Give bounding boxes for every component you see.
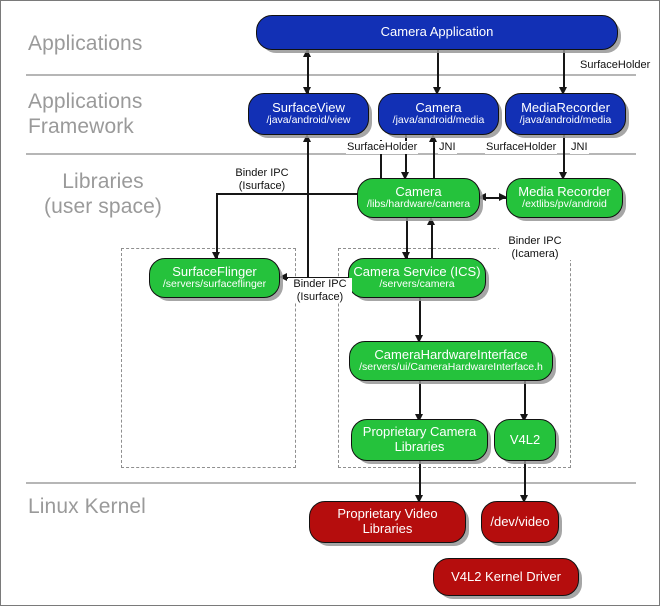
arrow-cameraservice-cameralib [427, 217, 435, 225]
connector-surfaceflinger-surfaceview [307, 140, 309, 285]
connector-v4l2-devvideo [524, 457, 526, 499]
connector-cameralib-cameraservice-down [406, 217, 408, 259]
node-camera-service-title: Camera Service (ICS) [353, 263, 481, 279]
node-camera-java-path: /java/android/media [392, 114, 485, 127]
layer-title-applications: Applications [28, 32, 143, 55]
node-camera-lib[interactable]: Camera /libs/hardware/camera [357, 178, 480, 218]
node-surfaceview-title: SurfaceView [272, 99, 345, 115]
node-v4l2-title: V4L2 [509, 431, 541, 447]
layer-title-applications-framework: Applications Framework [28, 90, 143, 138]
connector-cameraapp-surfaceview [307, 49, 309, 94]
edge-label-jni-camera: JNI [438, 141, 457, 154]
node-v4l2-kernel-driver-title: V4L2 Kernel Driver [451, 568, 561, 584]
edge-label-binder-ipc-isurface-service: Binder IPC (Isurface) [288, 278, 352, 303]
arrow-surfaceflinger-surfaceview [303, 134, 311, 142]
connector-cameraapp-mediarecorder [563, 49, 565, 89]
connector-camerajava-cameralib [405, 134, 407, 174]
node-camera-java-title: Camera [415, 99, 462, 115]
connector-surfaceview-elbow-h [216, 193, 381, 195]
node-camera-service-path: /servers/camera [379, 278, 455, 291]
arrow-cameralib-medialib-right [499, 193, 507, 201]
connector-cameraapp-camerajava [437, 49, 439, 89]
node-proprietary-video-libraries[interactable]: Proprietary Video Libraries [309, 501, 466, 543]
node-media-recorder-lib[interactable]: Media Recorder /extlibs/pv/android [506, 178, 623, 218]
node-camera-application[interactable]: Camera Application [256, 15, 618, 50]
node-surfaceview-path: /java/android/view [266, 114, 351, 127]
node-v4l2-kernel-driver[interactable]: V4L2 Kernel Driver [433, 558, 579, 596]
divider-applications [26, 74, 636, 76]
node-surfaceflinger-title: SurfaceFlinger [172, 263, 257, 279]
edge-label-surfaceholder-top-right: SurfaceHolder [579, 59, 652, 72]
arrow-cameralib-medialib-left [478, 193, 486, 201]
node-camera-hardware-interface-title: CameraHardwareInterface [374, 346, 528, 362]
connector-cameraservice-chi [419, 296, 421, 338]
arrow-camerajava-cameralib [401, 172, 409, 180]
node-surfaceflinger-path: /servers/surfaceflinger [162, 278, 267, 291]
arrow-chi-v4l2 [520, 414, 528, 422]
node-camera-service[interactable]: Camera Service (ICS) /servers/camera [348, 258, 486, 298]
connector-cameralib-medialib [480, 197, 506, 199]
arrow-cameraapp-camerajava [433, 87, 441, 95]
layer-title-libraries: Libraries (user space) [44, 170, 162, 218]
connector-chi-proprietary-camera [419, 378, 421, 418]
connector-surfaceview-elbow-v-left [216, 193, 218, 258]
node-v4l2[interactable]: V4L2 [494, 419, 556, 461]
node-dev-video[interactable]: /dev/video [481, 501, 559, 543]
node-camera-lib-path: /libs/hardware/camera [366, 198, 471, 211]
arrow-chi-proprietary-camera [415, 414, 423, 422]
node-media-recorder-lib-path: /extlibs/pv/android [522, 198, 607, 211]
node-proprietary-camera-libraries[interactable]: Proprietary Camera Libraries [351, 419, 488, 461]
arrow-cameralib-camerajava [429, 134, 437, 142]
group-box-surfaceflinger [121, 248, 296, 468]
edge-label-binder-ipc-icamera: Binder IPC (Icamera) [499, 235, 571, 260]
node-dev-video-title: /dev/video [490, 513, 550, 529]
arrow-cameralib-cameraservice [402, 252, 410, 260]
edge-label-surfaceholder-mediarecorder: SurfaceHolder [485, 141, 558, 154]
node-media-recorder-lib-title: Media Recorder [518, 183, 611, 199]
arrow-mediarecorder-medialib [559, 172, 567, 180]
arrow-cameraapp-mediarecorder [559, 87, 567, 95]
connector-cameralib-camerajava [433, 140, 435, 180]
edge-label-binder-ipc-isurface-top: Binder IPC (Isurface) [226, 167, 298, 192]
node-camera-application-title: Camera Application [380, 24, 494, 40]
node-camera-lib-title: Camera [395, 183, 442, 199]
connector-mediarecorder-medialib [563, 134, 565, 176]
node-mediarecorder-path: /java/android/media [519, 114, 612, 127]
connector-cameraservice-cameralib-up [431, 223, 433, 263]
edge-label-surfaceholder-camera: SurfaceHolder [346, 141, 419, 154]
node-mediarecorder-title: MediaRecorder [521, 99, 610, 115]
node-proprietary-video-libraries-title: Proprietary Video Libraries [337, 506, 438, 536]
connector-propcam-propvideo [419, 457, 421, 499]
connector-surfaceview-elbow-v-right [380, 140, 382, 194]
arrow-cameraapp-surfaceview-up [303, 49, 311, 57]
connector-cameraservice-surfaceflinger [287, 277, 349, 279]
edge-label-jni-mediarecorder: JNI [570, 141, 589, 154]
node-surfaceflinger[interactable]: SurfaceFlinger /servers/surfaceflinger [149, 258, 280, 298]
node-surfaceview[interactable]: SurfaceView /java/android/view [248, 93, 369, 135]
arrow-cameraservice-chi [415, 335, 423, 343]
arrow-propcam-propvideo [415, 495, 423, 503]
arrow-cameraservice-surfaceflinger [279, 273, 287, 281]
divider-framework [26, 153, 636, 155]
arrow-elbow-surfaceflinger [212, 252, 220, 260]
group-box-camera-service [338, 248, 571, 468]
node-camera-hardware-interface-path: /servers/ui/CameraHardwareInterface.h [359, 361, 543, 374]
arrow-cameraapp-surfaceview-down [303, 87, 311, 95]
node-camera-hardware-interface[interactable]: CameraHardwareInterface /servers/ui/Came… [349, 341, 553, 381]
layer-title-linux-kernel: Linux Kernel [28, 495, 146, 518]
node-proprietary-camera-libraries-title: Proprietary Camera Libraries [362, 424, 477, 454]
arrow-v4l2-devvideo [520, 495, 528, 503]
connector-chi-v4l2 [524, 378, 526, 418]
node-camera-java[interactable]: Camera /java/android/media [378, 93, 499, 135]
node-mediarecorder[interactable]: MediaRecorder /java/android/media [505, 93, 626, 135]
divider-libraries [26, 482, 636, 484]
